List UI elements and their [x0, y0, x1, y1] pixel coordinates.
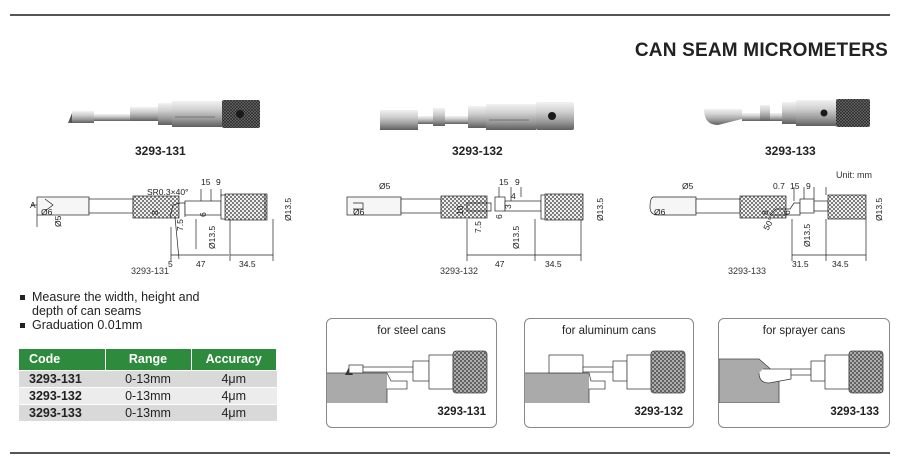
- dim-d6b: 6: [494, 214, 504, 219]
- dim-d3: 3: [503, 204, 513, 209]
- cell-range: 0-13mm: [105, 369, 191, 387]
- cell-range: 0-13mm: [105, 403, 191, 421]
- table-row: 3293-131 0-13mm 4μm: [19, 369, 277, 387]
- dim-d9: 9: [515, 177, 520, 187]
- cell-accuracy: 4μm: [191, 386, 277, 404]
- dim-d07: 0.7: [773, 181, 785, 191]
- drawing-caption-132: 3293-132: [440, 266, 479, 276]
- dim-sr: SR0.3×40°: [147, 187, 188, 197]
- aluminum-can-illustration: [525, 350, 686, 403]
- application-box-steel: for steel cans 3293-131: [326, 318, 497, 428]
- dim-d75: 7.5: [175, 219, 185, 231]
- dim-d15: 15: [201, 177, 211, 187]
- dim-d15: 15: [499, 177, 509, 187]
- dim-d5: Ø5: [379, 181, 391, 191]
- product-photo-132: [380, 102, 574, 130]
- dim-d6: Ø6: [353, 207, 365, 217]
- bottom-rule: [10, 452, 890, 454]
- application-box-aluminum: for aluminum cans 3293-132: [524, 318, 694, 428]
- steel-can-illustration: [327, 350, 488, 403]
- dim-d135-main: Ø13.5: [511, 226, 521, 249]
- dim-d135-main: Ø13.5: [802, 224, 812, 247]
- col-header-code: Code: [19, 349, 106, 370]
- dim-d345: 34.5: [832, 259, 849, 269]
- dim-d5: Ø5: [682, 181, 694, 191]
- application-box-sprayer: for sprayer cans 3293-133: [718, 318, 890, 428]
- application-code: 3293-132: [634, 406, 683, 418]
- top-rule: [10, 14, 890, 16]
- application-label: for sprayer cans: [762, 325, 846, 337]
- dim-d47: 47: [495, 259, 505, 269]
- drawing-3293-133: Ø5 Ø6 0.7 15 9 8 6 50° Ø13.5 Ø13.5 31.5 …: [649, 181, 884, 269]
- feature-list: Measure the width, height and depth of c…: [18, 290, 203, 332]
- product-photo-133: [704, 99, 870, 127]
- product-code-132: 3293-132: [452, 144, 503, 158]
- table-row: 3293-133 0-13mm 4μm: [19, 403, 277, 421]
- unit-note: Unit: mm: [836, 170, 872, 180]
- product-code-131: 3293-131: [135, 144, 186, 158]
- dim-d8: 8: [760, 210, 770, 215]
- col-header-accuracy: Accuracy: [191, 349, 277, 370]
- dim-d75: 7.5: [473, 221, 483, 233]
- cell-accuracy: 4μm: [191, 403, 277, 421]
- drawing-3293-131: A Ø6 Ø5 SR0.3×40° 15 9 8 7.5 6 Ø13.5 Ø13…: [30, 177, 293, 269]
- feature-item: Measure the width, height and depth of c…: [18, 290, 203, 318]
- drawing-caption-131: 3293-131: [131, 266, 170, 276]
- dim-d5: Ø5: [53, 215, 63, 227]
- dim-d345: 34.5: [545, 259, 562, 269]
- dim-d135-side: Ø13.5: [595, 198, 605, 221]
- spec-table: Code Range Accuracy 3293-131 0-13mm 4μm …: [19, 349, 277, 421]
- cell-code: 3293-132: [19, 386, 105, 404]
- dim-d6b: 6: [198, 212, 208, 217]
- cell-accuracy: 4μm: [191, 369, 277, 387]
- col-header-range: Range: [105, 349, 192, 370]
- dim-d315: 31.5: [792, 259, 809, 269]
- application-label: for aluminum cans: [562, 325, 656, 337]
- dim-d135-side: Ø13.5: [874, 198, 884, 221]
- product-code-133: 3293-133: [765, 144, 816, 158]
- dim-d5b: 5: [168, 259, 173, 269]
- cell-range: 0-13mm: [105, 386, 191, 404]
- application-label: for steel cans: [377, 325, 446, 337]
- dim-d135-main: Ø13.5: [207, 226, 217, 249]
- drawing-3293-132: Ø5 Ø6 15 9 4 10 7.5 6 3 Ø13.5 Ø13.5 47 3…: [346, 177, 605, 269]
- dim-d10: 10: [455, 205, 465, 215]
- cell-code: 3293-133: [19, 403, 105, 421]
- cell-code: 3293-131: [19, 369, 105, 387]
- page-title: CAN SEAM MICROMETERS: [634, 40, 888, 61]
- dim-d345: 34.5: [239, 259, 256, 269]
- sprayer-can-illustration: [719, 350, 884, 403]
- dim-d9: 9: [216, 177, 221, 187]
- product-photo-131: [68, 100, 260, 128]
- dim-d47: 47: [196, 259, 206, 269]
- dim-d6: Ø6: [654, 207, 666, 217]
- dim-d8: 8: [150, 210, 160, 215]
- application-code: 3293-131: [437, 406, 486, 418]
- dim-d9: 9: [806, 181, 811, 191]
- feature-item: Graduation 0.01mm: [18, 318, 203, 332]
- dim-a: A: [30, 200, 36, 210]
- dim-d6: Ø6: [41, 207, 53, 217]
- dim-d6b: 6: [782, 210, 792, 215]
- dim-d4: 4: [511, 191, 516, 201]
- drawing-caption-133: 3293-133: [728, 266, 767, 276]
- application-code: 3293-133: [830, 406, 879, 418]
- dim-d135-side: Ø13.5: [283, 198, 293, 221]
- table-row: 3293-132 0-13mm 4μm: [19, 386, 277, 404]
- dim-d15: 15: [790, 181, 800, 191]
